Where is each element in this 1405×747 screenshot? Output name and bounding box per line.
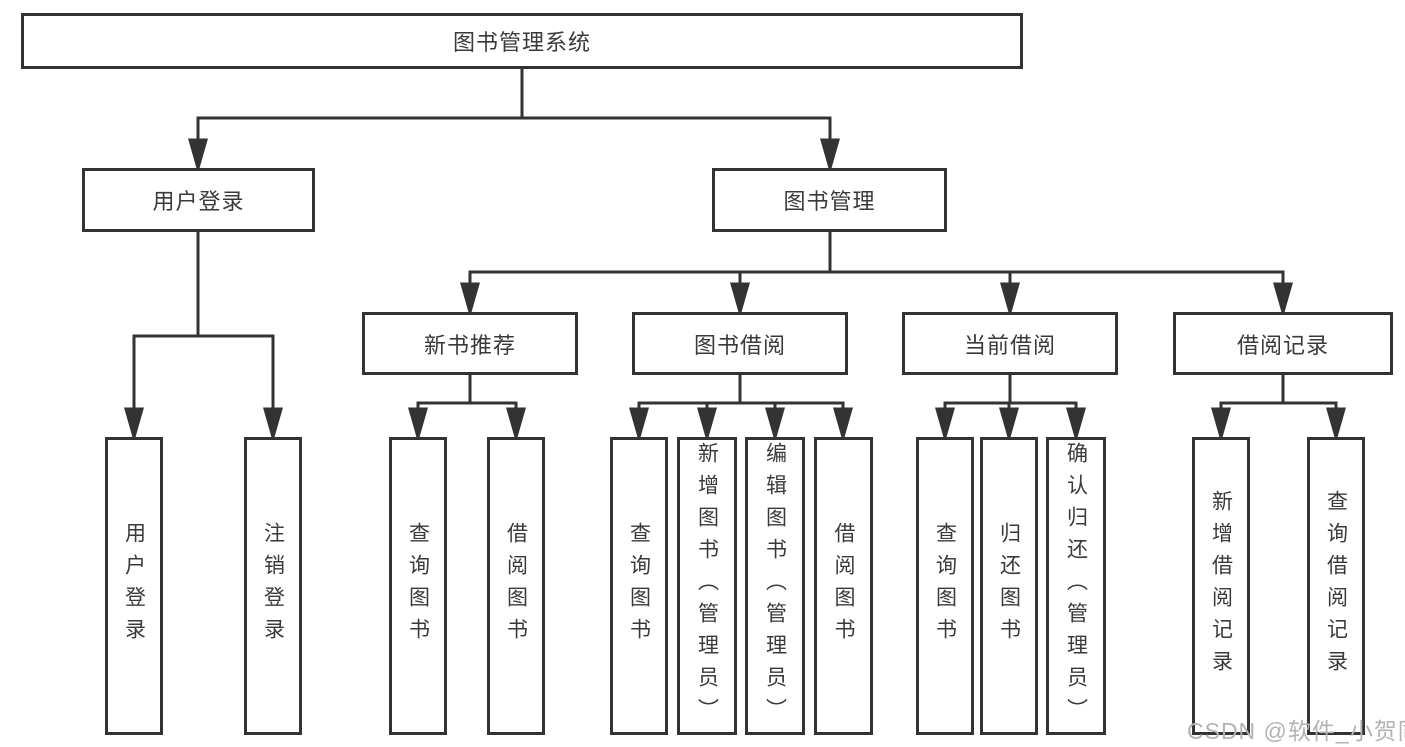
node-label: 注销登录 [261, 522, 285, 650]
leaf-borrow-books-recommend: 借阅图书 [487, 437, 545, 735]
arrowhead [730, 282, 750, 318]
node-label: 借阅图书 [832, 522, 855, 650]
arrowhead [935, 407, 955, 443]
node-label: 确认归还（管理员） [1064, 442, 1088, 730]
node-label: 编辑图书（管理员） [763, 442, 787, 730]
node-label: 图书借阅 [693, 332, 786, 358]
node-label: 借阅记录 [1236, 332, 1329, 358]
connector-bookmgmt-to-level2 [460, 232, 1293, 318]
arrowhead [408, 407, 428, 443]
leaf-borrow-books-borrow: 借阅图书 [814, 437, 873, 735]
arrowhead [1273, 282, 1293, 318]
node-label: 新书推荐 [423, 332, 516, 358]
connector-recommend-to-leaves [408, 375, 526, 443]
node-label: 查询图书 [933, 522, 957, 650]
arrowhead [1000, 282, 1020, 318]
csdn-watermark: CSDN @软件_小贺同学 [1187, 718, 1405, 744]
connector-userlogin-to-leaves [124, 232, 283, 443]
arrowhead [629, 407, 649, 443]
leaf-query-books-borrow: 查询图书 [610, 437, 668, 735]
connector-records-to-leaves [1211, 375, 1346, 443]
leaf-confirm-return-admin: 确认归还（管理员） [1046, 437, 1106, 735]
node-borrow-records: 借阅记录 [1173, 312, 1393, 375]
node-new-book-recommend: 新书推荐 [362, 312, 578, 375]
node-label: 图书管理 [783, 189, 876, 214]
arrowhead [124, 407, 144, 443]
leaf-query-books-current: 查询图书 [916, 437, 974, 735]
connector-current-to-leaves [935, 375, 1086, 443]
arrowhead [999, 407, 1019, 443]
node-label: 当前借阅 [963, 332, 1056, 358]
arrowhead [833, 407, 853, 443]
node-label: 查询借阅记录 [1324, 490, 1348, 682]
node-label: 图书管理系统 [452, 30, 591, 55]
node-label: 新增借阅记录 [1209, 490, 1233, 682]
leaf-query-books-recommend: 查询图书 [389, 437, 447, 735]
arrowhead [263, 407, 283, 443]
node-label: 归还图书 [997, 522, 1021, 650]
arrowhead [460, 282, 480, 318]
connector-root-to-level1 [188, 69, 840, 174]
leaf-query-borrow-record: 查询借阅记录 [1307, 437, 1365, 735]
node-label: 用户登录 [122, 522, 146, 650]
node-book-management: 图书管理 [712, 168, 947, 232]
leaf-logout: 注销登录 [244, 437, 302, 735]
node-label: 查询图书 [406, 522, 430, 650]
arrowhead [1211, 407, 1231, 443]
arrowhead [1326, 407, 1346, 443]
leaf-user-login: 用户登录 [105, 437, 163, 735]
leaf-return-books: 归还图书 [980, 437, 1038, 735]
arrowhead [506, 407, 526, 443]
node-label: 查询图书 [627, 522, 651, 650]
leaf-add-borrow-record: 新增借阅记录 [1192, 437, 1250, 735]
node-label: 新增图书（管理员） [695, 442, 719, 730]
node-label: 用户登录 [152, 189, 245, 214]
leaf-add-books-admin: 新增图书（管理员） [677, 437, 737, 735]
node-book-borrow: 图书借阅 [632, 312, 848, 375]
connector-borrow-to-leaves [629, 375, 853, 443]
arrowhead [1066, 407, 1086, 443]
arrowhead [188, 138, 208, 174]
node-root-system: 图书管理系统 [21, 13, 1023, 69]
arrowhead [765, 407, 785, 443]
node-label: 借阅图书 [504, 522, 528, 650]
arrowhead [697, 407, 717, 443]
leaf-edit-books-admin: 编辑图书（管理员） [745, 437, 805, 735]
node-user-login: 用户登录 [82, 168, 315, 232]
arrowhead [820, 138, 840, 174]
node-current-borrow: 当前借阅 [902, 312, 1118, 375]
